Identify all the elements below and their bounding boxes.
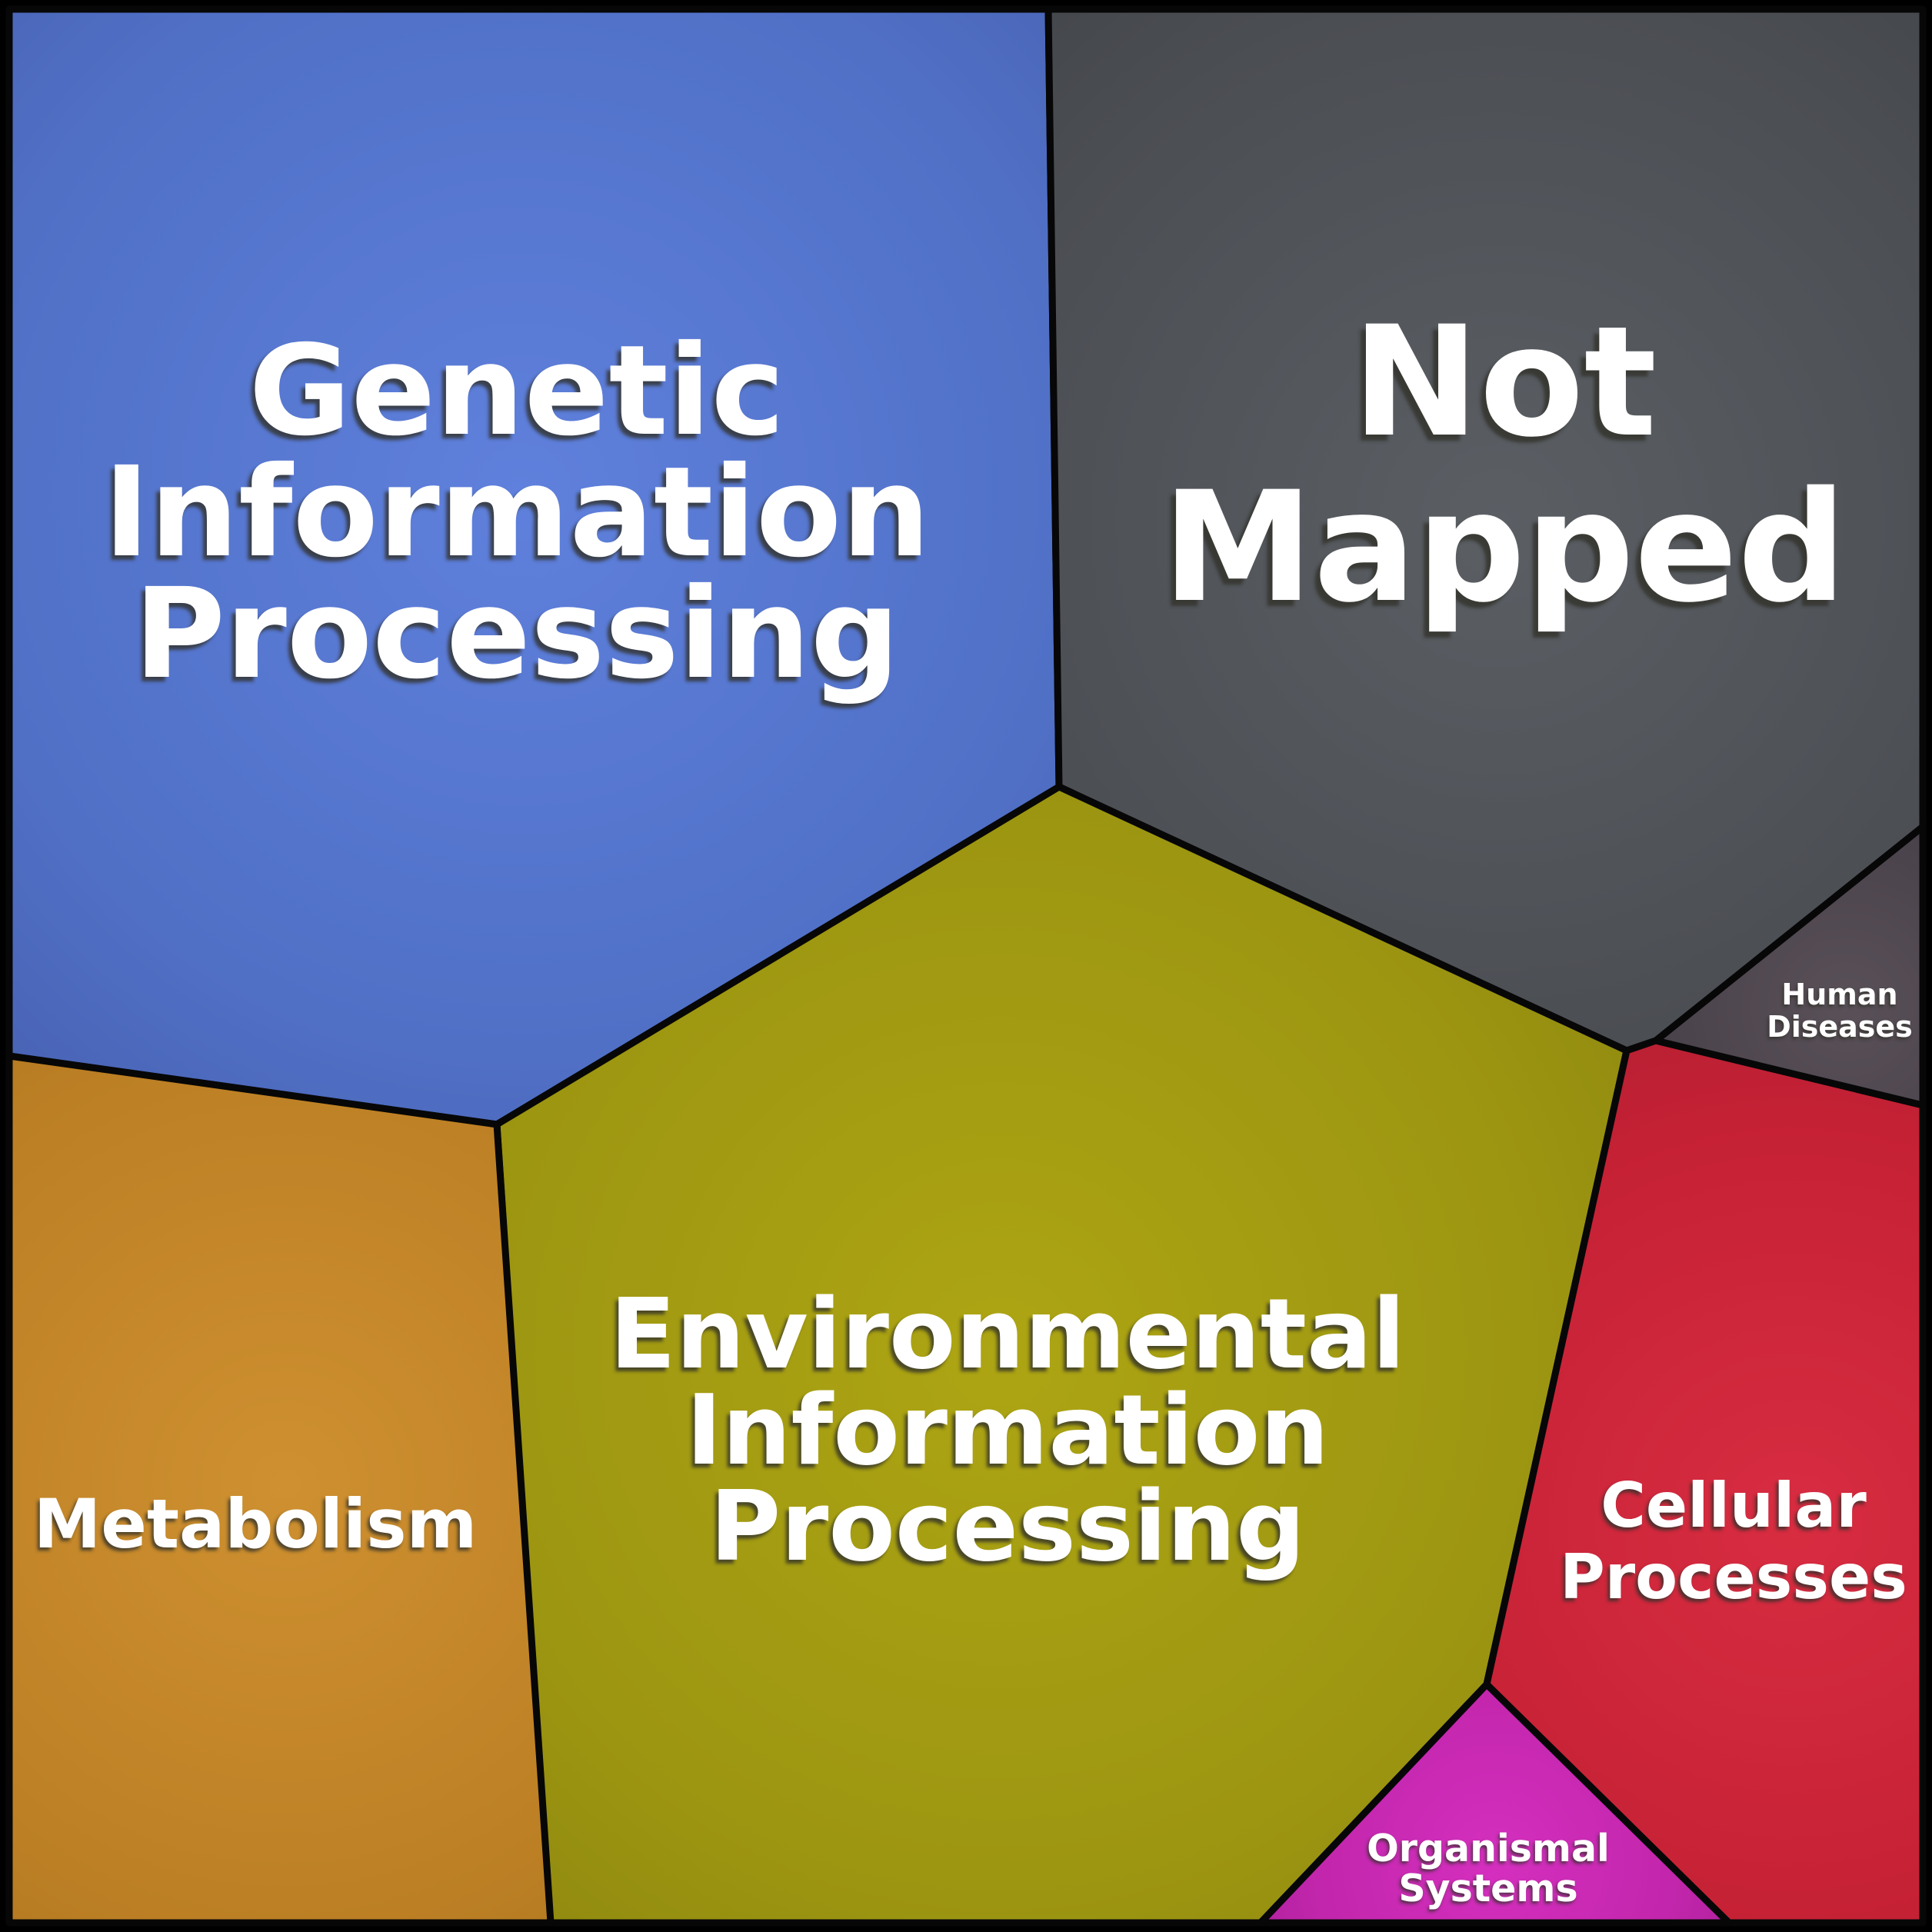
region-organismal-systems[interactable] <box>1257 1681 1733 1927</box>
cellular-processes-label-line-1: Processes <box>1560 1541 1907 1613</box>
environmental-information-processing-label-line-2: Processing <box>710 1470 1305 1583</box>
metabolism-label-line-0: Metabolism <box>34 1484 478 1564</box>
cells-layer <box>5 5 1927 1927</box>
human-diseases-label-line-0: Human <box>1781 978 1897 1011</box>
region-human-diseases[interactable] <box>1652 823 1927 1109</box>
genetic-information-processing-label-line-2: Processing <box>134 562 900 707</box>
genetic-information-processing-label-shadow-2: Processing <box>130 567 896 711</box>
organismal-systems-label-line-1: Systems <box>1398 1867 1577 1910</box>
environmental-information-processing-label-line-1: Information <box>686 1374 1329 1487</box>
not-mapped-label-line-0: Not <box>1352 293 1657 471</box>
metabolism-label-shadow-0: Metabolism <box>32 1487 475 1567</box>
human-diseases-label-shadow-0: Human <box>1780 980 1896 1014</box>
not-mapped-label-shadow-1: Mapped <box>1157 465 1841 642</box>
cellular-processes-label-shadow-0: Cellular <box>1598 1473 1864 1544</box>
not-mapped-label-line-1: Mapped <box>1162 458 1847 636</box>
genetic-information-processing-label-line-0: Genetic <box>248 319 784 464</box>
organismal-systems-label-line-0: Organismal <box>1367 1827 1610 1870</box>
region-metabolism[interactable] <box>5 1052 555 1927</box>
environmental-information-processing-label-shadow-2: Processing <box>707 1474 1302 1587</box>
organismal-systems-label-shadow-1: Systems <box>1397 1869 1576 1913</box>
cellular-processes-label-shadow-1: Processes <box>1557 1544 1905 1616</box>
genetic-information-processing-label-line-1: Information <box>104 441 931 585</box>
labels-layer: GeneticGeneticInformationInformationProc… <box>32 293 1913 1913</box>
environmental-information-processing-label-line-0: Environmental <box>610 1277 1405 1391</box>
genetic-information-processing-label-shadow-0: Genetic <box>245 324 781 468</box>
not-mapped-label-shadow-0: Not <box>1347 299 1651 477</box>
cellular-processes-label-line-0: Cellular <box>1601 1470 1867 1541</box>
human-diseases-label-line-1: Diseases <box>1767 1010 1913 1044</box>
human-diseases-label-shadow-1: Diseases <box>1765 1012 1911 1046</box>
genetic-information-processing-label-shadow-1: Information <box>100 445 927 590</box>
environmental-information-processing-label-shadow-0: Environmental <box>607 1281 1402 1394</box>
organismal-systems-label-shadow-0: Organismal <box>1365 1829 1608 1873</box>
environmental-information-processing-label-shadow-1: Information <box>683 1377 1326 1491</box>
